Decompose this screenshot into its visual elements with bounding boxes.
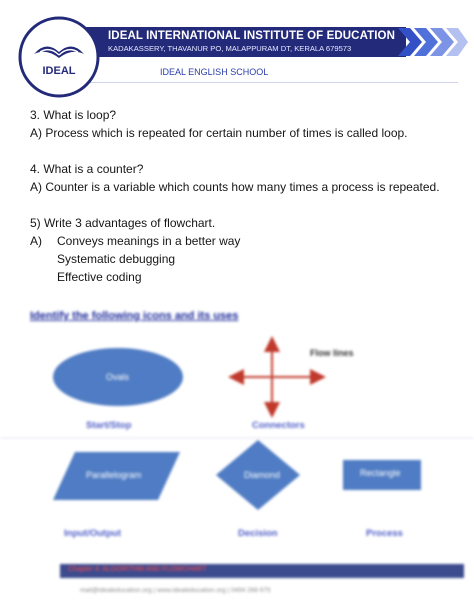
footer-chapter: Chapter 4: ALGORITHM AND FLOWCHART bbox=[68, 566, 207, 573]
advantage-item: Effective coding bbox=[57, 270, 142, 284]
caption-process: Process bbox=[366, 528, 403, 539]
caption-decision: Decision bbox=[238, 528, 278, 539]
question-3: 3. What is loop? bbox=[30, 108, 117, 122]
footer-contact: mail@idealeducation.org | www.idealeduca… bbox=[80, 587, 271, 594]
footer-band bbox=[60, 564, 464, 578]
oval-label: Ovals bbox=[106, 372, 130, 382]
ideal-logo-icon: IDEAL bbox=[18, 16, 100, 98]
rectangle-label: Rectangle bbox=[360, 468, 401, 478]
section-heading: Identify the following icons and its use… bbox=[30, 310, 239, 322]
logo-text: IDEAL bbox=[43, 65, 76, 77]
oval-shape bbox=[53, 348, 183, 406]
parallelogram-shape bbox=[53, 452, 180, 500]
rectangle-shape bbox=[343, 460, 421, 490]
answer-3: A) Process which is repeated for certain… bbox=[30, 126, 408, 140]
parallelogram-label: Parallelogram bbox=[86, 470, 142, 480]
caption-start-stop: Start/Stop bbox=[86, 420, 132, 431]
advantage-item: Systematic debugging bbox=[57, 252, 176, 266]
question-5: 5) Write 3 advantages of flowchart. bbox=[30, 216, 216, 230]
answer-4: A) Counter is a variable which counts ho… bbox=[30, 180, 440, 194]
answer-5-marker: A) bbox=[30, 234, 42, 248]
header-band bbox=[86, 27, 406, 57]
school-name: IDEAL ENGLISH SCHOOL bbox=[160, 67, 269, 77]
question-4: 4. What is a counter? bbox=[30, 162, 144, 176]
icons-section: Identify the following icons and its use… bbox=[0, 300, 474, 613]
flowchart-symbols bbox=[0, 336, 474, 510]
institute-title: IDEAL INTERNATIONAL INSTITUTE OF EDUCATI… bbox=[108, 30, 396, 42]
caption-input-output: Input/Output bbox=[64, 528, 121, 539]
school-band bbox=[86, 58, 458, 83]
caption-connectors: Connectors bbox=[252, 420, 305, 431]
diamond-label: Diamond bbox=[244, 470, 281, 480]
chevron-arrows-icon bbox=[398, 28, 468, 56]
advantage-item: Conveys meanings in a better way bbox=[57, 234, 241, 248]
institute-address: KADAKASSERY, THAVANUR PO, MALAPPURAM DT,… bbox=[108, 44, 352, 53]
flow-lines-label: Flow lines bbox=[310, 348, 354, 358]
diamond-shape bbox=[216, 440, 300, 510]
